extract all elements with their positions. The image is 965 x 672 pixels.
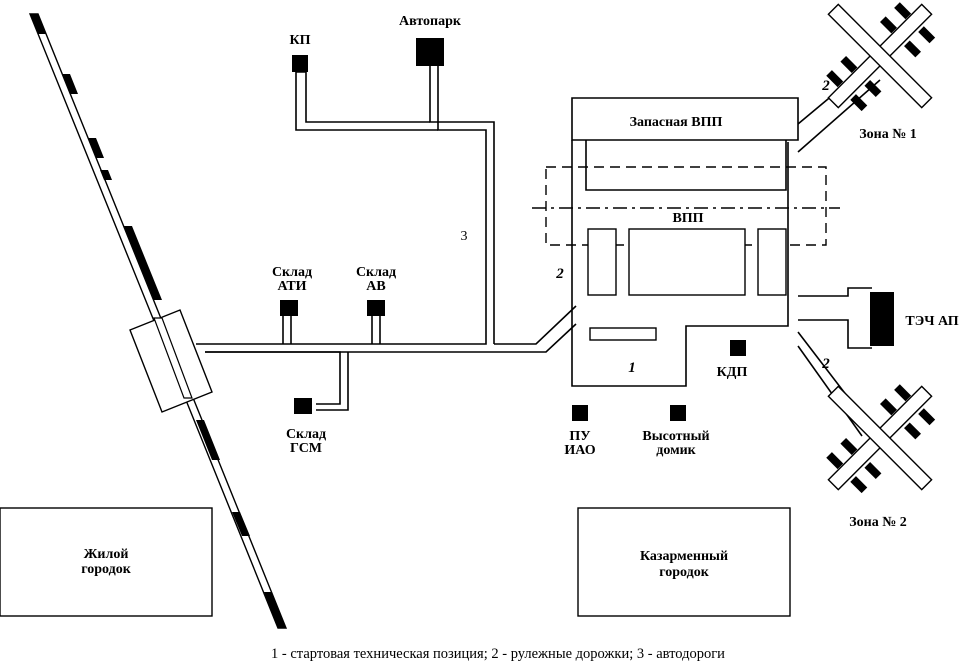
zone1-dispersal [826,2,936,112]
label-tech-ap: ТЭЧ АП [905,314,958,329]
sklad-gsm-marker [294,398,312,414]
label-kdp: КДП [717,365,748,380]
vysotny-marker [670,405,686,421]
label-zone2: Зона № 2 [849,515,907,530]
label-sklad-ati-2: АТИ [277,279,306,294]
label-sklad-ati-1: Склад [272,265,312,280]
label-taxiway-2-bottom: 2 [821,356,830,372]
label-kp: КП [289,33,310,48]
label-residential-1: Жилой [84,547,129,562]
kp-marker [292,55,308,72]
label-residential-2: городок [81,562,131,577]
label-pu-iao-2: ИАО [564,443,595,458]
label-zone1: Зона № 1 [859,127,917,142]
label-vysotny-1: Высотный [642,429,709,444]
label-taxiway-2-top: 2 [821,78,830,94]
label-pu-iao-1: ПУ [569,429,590,444]
pu-iao-marker [572,405,588,421]
sklad-av-marker [367,300,385,316]
autopark-marker [416,38,444,66]
residential-block [0,507,213,617]
barracks-block [577,507,791,617]
label-reserve-runway: Запасная ВПП [630,115,723,130]
label-sklad-av-1: Склад [356,265,396,280]
label-barracks-2: городок [659,565,709,580]
zone2-dispersal [826,384,936,494]
facility-markers [280,38,746,421]
label-sklad-av-2: АВ [366,279,385,294]
label-vysotny-2: домик [656,443,696,458]
railway-station [129,309,213,413]
label-start-position-1: 1 [628,360,636,376]
airfield [532,63,881,437]
label-road-3: 3 [461,229,468,244]
label-sklad-gsm-2: ГСМ [290,441,322,456]
roads [196,66,577,411]
kdp-marker [730,340,746,356]
figure-caption: 1 - стартовая техническая позиция; 2 - р… [271,646,725,662]
label-sklad-gsm-1: Склад [286,427,326,442]
label-taxiway-2-left: 2 [555,266,564,282]
sklad-ati-marker [280,300,298,316]
label-autopark: Автопарк [399,14,462,29]
tech-ap-marker [870,292,894,346]
label-barracks-1: Казарменный [640,549,728,564]
label-runway: ВПП [672,211,703,226]
